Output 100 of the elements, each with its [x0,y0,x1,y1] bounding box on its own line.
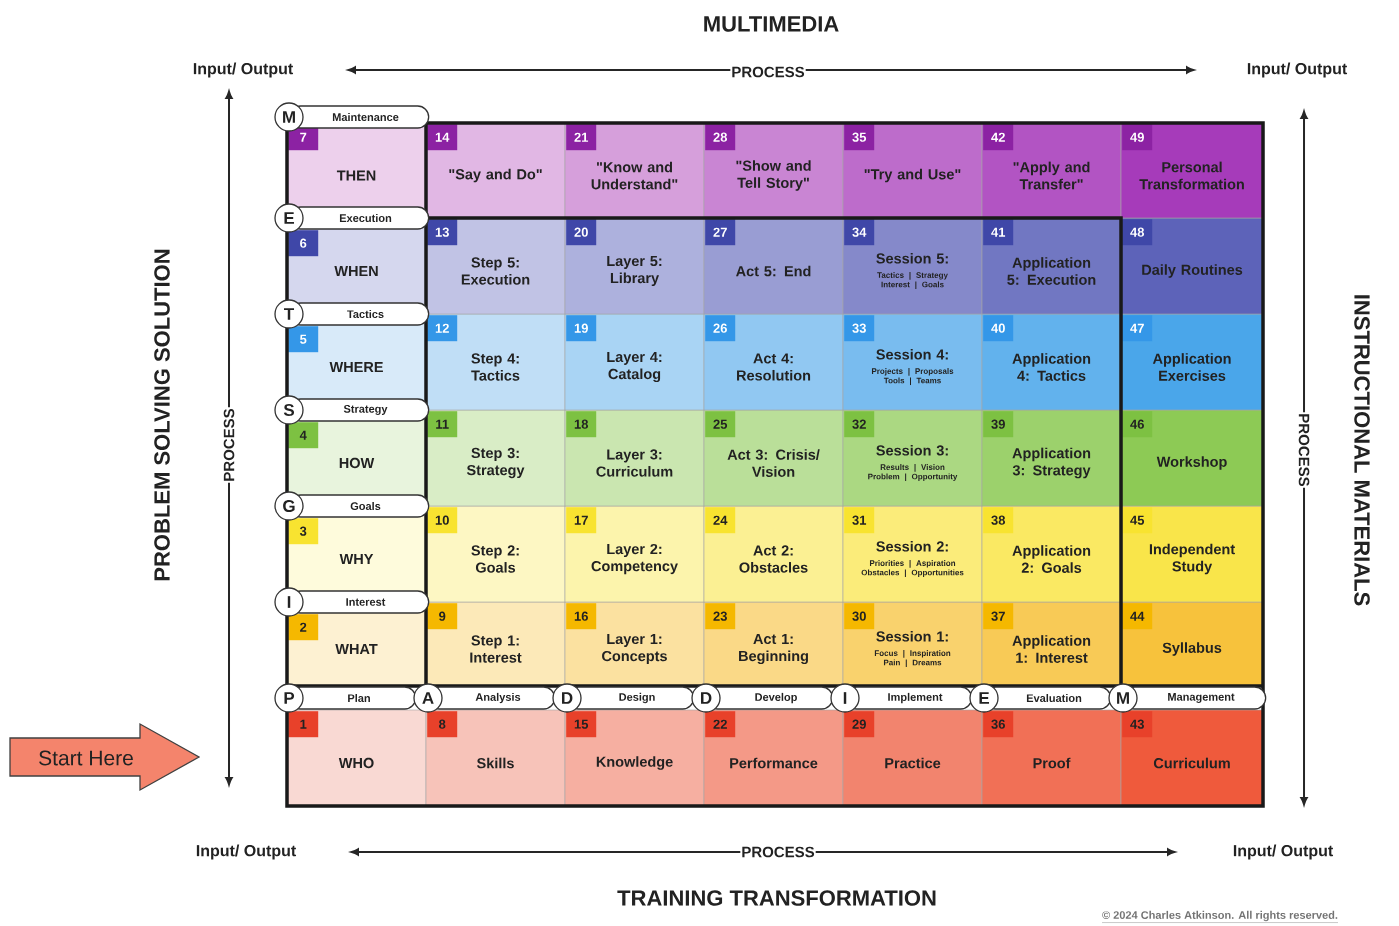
grid-cell: Layer 1: Concepts 16 [564,601,705,687]
number-badge: 25 [705,411,736,438]
grid-cell: Act 5: End 27 [703,217,844,315]
number-badge: 26 [705,315,736,342]
grid-cell: Curriculum 43 [1120,709,1264,807]
grid-cell: Layer 4: Catalog 19 [564,313,705,411]
grid-cell: Proof 36 [981,709,1122,807]
number-badge: 45 [1122,507,1153,534]
number-badge: 20 [566,219,597,246]
tag-pill: D Develop [691,683,834,713]
number-badge: 15 [566,711,597,738]
end-label: Input/ Output [1233,844,1334,860]
number-badge: 16 [566,603,597,630]
grid-cell: Workshop 46 [1120,409,1264,507]
number-badge: 34 [844,219,875,246]
number-badge: 31 [844,507,875,534]
arrow-label: PROCESS [222,407,236,483]
number-badge: 30 [844,603,875,630]
number-badge: 4 [288,422,319,449]
grid-cell: Session 2: Priorities | Aspiration Obstacles | Opportunities 31 [842,505,983,603]
grid-cell: "Apply and Transfer" 42 [981,122,1122,219]
number-badge: 46 [1122,411,1153,438]
grid-cell: Syllabus 44 [1120,601,1264,687]
tag-pill: E Evaluation [969,683,1112,713]
tag-pill: I Interest [274,587,430,617]
grid-cell: Practice 29 [842,709,983,807]
number-badge: 33 [844,315,875,342]
grid-cell: Session 3: Results | Vision Problem | Opportunity 32 [842,409,983,507]
number-badge: 1 [288,711,319,738]
axis-title: TRAINING TRANSFORMATION [617,890,936,906]
grid-cell: Performance 22 [703,709,844,807]
grid-cell: Act 1: Beginning 23 [703,601,844,687]
number-badge: 27 [705,219,736,246]
tag-pill: I Implement [830,683,973,713]
grid-cell: Step 3: Strategy 11 [425,409,566,507]
grid-cell: Daily Routines 48 [1120,217,1264,315]
grid-cell: Step 4: Tactics 12 [425,313,566,411]
number-badge: 40 [983,315,1014,342]
number-badge: 18 [566,411,597,438]
number-badge: 47 [1122,315,1153,342]
number-badge: 12 [427,315,458,342]
number-badge: 39 [983,411,1014,438]
arrow-label: PROCESS [730,65,806,79]
grid-cell: Skills 8 [425,709,566,807]
end-label: Input/ Output [193,62,293,78]
grid-cell: WHO 1 [286,709,427,807]
grid-cell: Application 4: Tactics 40 [981,313,1122,411]
tag-pill: A Analysis [413,683,556,713]
tag-pill: D Design [552,683,695,713]
grid-cell: Application Exercises 47 [1120,313,1264,411]
axis-title: MULTIMEDIA [704,16,839,32]
number-badge: 42 [983,124,1014,151]
tag-pill: G Goals [274,491,430,521]
grid-cell: Session 4: Projects | Proposals Tools | Teams 33 [842,313,983,411]
tag-pill: T Tactics [274,299,430,329]
grid-cell: Application 5: Execution 41 [981,217,1122,315]
grid-cell: Act 2: Obstacles 24 [703,505,844,603]
grid-cell: Session 1: Focus | Inspiration Pain | Dreams 30 [842,601,983,687]
grid-cell: Application 1: Interest 37 [981,601,1122,687]
number-badge: 49 [1122,124,1153,151]
number-badge: 10 [427,507,458,534]
number-badge: 32 [844,411,875,438]
grid-cell: "Try and Use" 35 [842,122,983,219]
grid-cell: Independent Study 45 [1120,505,1264,603]
number-badge: 22 [705,711,736,738]
tag-pill: M Maintenance [274,102,430,132]
number-badge: 35 [844,124,875,151]
arrow-label: PROCESS [1297,412,1311,488]
tag-pill: E Execution [274,203,430,233]
number-badge: 9 [427,603,458,630]
grid-cell: "Show and Tell Story" 28 [703,122,844,219]
grid-cell: Layer 3: Curriculum 18 [564,409,705,507]
end-label: Input/ Output [1247,62,1348,78]
number-badge: 17 [566,507,597,534]
grid-cell: Personal Transformation 49 [1120,122,1264,219]
grid-cell: "Know and Understand" 21 [564,122,705,219]
tag-pill: S Strategy [274,395,430,425]
number-badge: 28 [705,124,736,151]
grid-cell: Layer 2: Competency 17 [564,505,705,603]
number-badge: 48 [1122,219,1153,246]
grid-cell: Step 2: Goals 10 [425,505,566,603]
number-badge: 8 [427,711,458,738]
grid-cell: Session 5: Tactics | Strategy Interest | Goals 34 [842,217,983,315]
number-badge: 41 [983,219,1014,246]
grid-cell: Act 4: Resolution 26 [703,313,844,411]
grid-cell: Application 3: Strategy 39 [981,409,1122,507]
number-badge: 37 [983,603,1014,630]
grid-cell: Layer 5: Library 20 [564,217,705,315]
grid-cell: Step 1: Interest 9 [425,601,566,687]
number-badge: 2 [288,614,319,641]
number-badge: 5 [288,326,319,353]
number-badge: 43 [1122,711,1153,738]
number-badge: 29 [844,711,875,738]
grid-cell: Step 5: Execution 13 [425,217,566,315]
axis-title: INSTRUCTIONAL MATERIALS [1354,295,1370,606]
arrow-label: PROCESS [740,845,816,859]
grid-cell: Knowledge 15 [564,709,705,807]
grid-cell: Act 3: Crisis/ Vision 25 [703,409,844,507]
tag-pill: P Plan [274,683,417,713]
number-badge: 23 [705,603,736,630]
